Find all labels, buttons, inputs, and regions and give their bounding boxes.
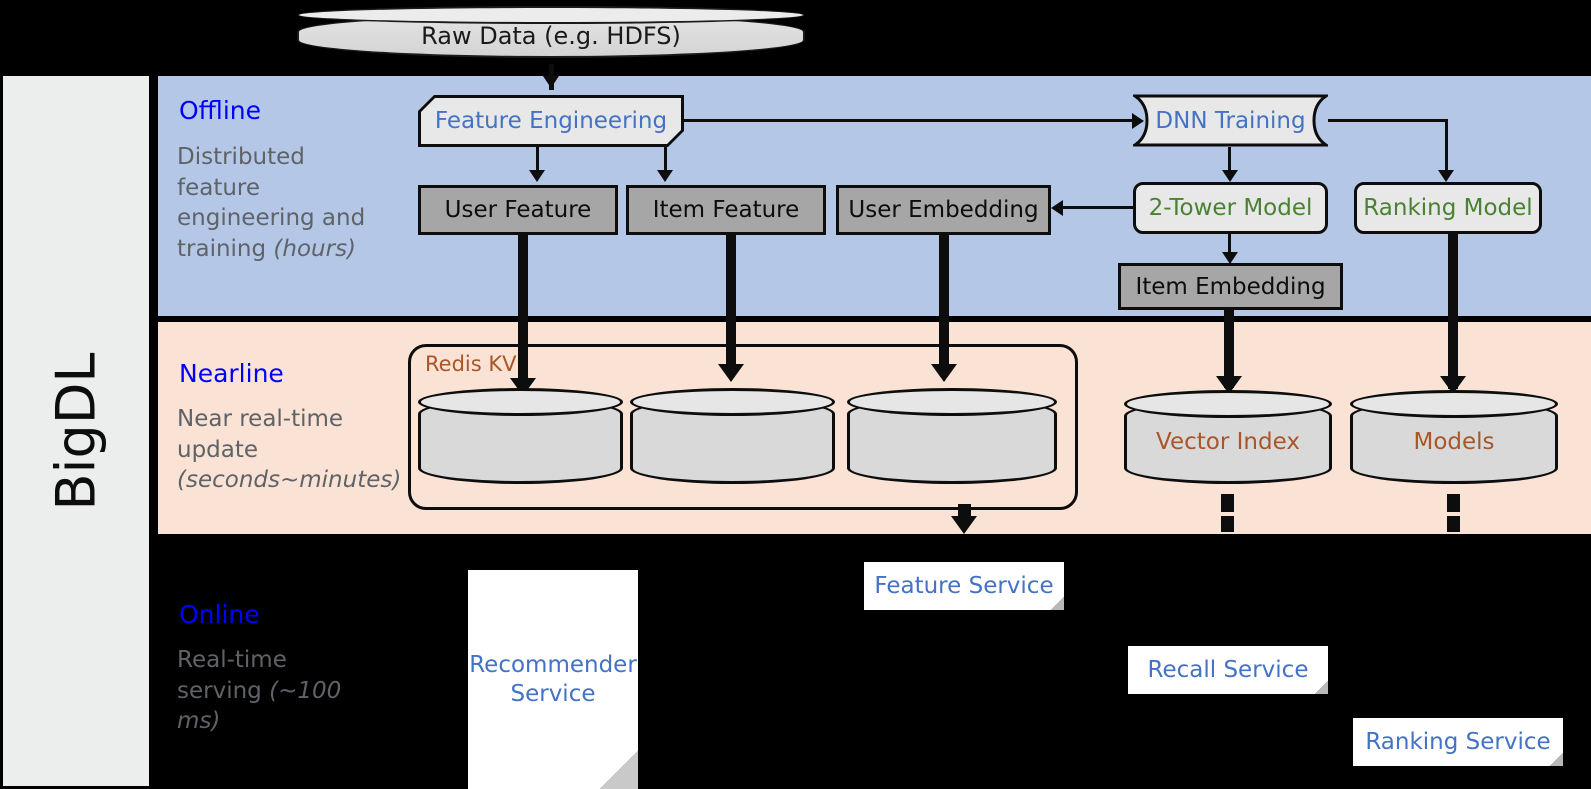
bigdl-label: BigDL — [44, 352, 108, 510]
two-tower-model-label: 2-Tower Model — [1148, 195, 1313, 221]
redis-kv-label: Redis KV — [425, 352, 517, 376]
feature-engineering-node[interactable]: Feature Engineering — [418, 95, 684, 147]
arrowhead-twotower-to-userembedding — [1051, 200, 1063, 216]
arrowhead-dnn-to-twotower — [1222, 170, 1238, 182]
dnn-training-label: DNN Training — [1155, 107, 1306, 134]
pipe-userfeature-to-store — [518, 235, 528, 390]
nearline-subtitle-italic: (seconds~minutes) — [177, 467, 402, 494]
cylinder-top — [297, 6, 805, 24]
feature-service-label: Feature Service — [874, 572, 1054, 599]
arrowhead-twotower-to-itemembedding — [1222, 252, 1238, 264]
item-feature-store-cylinder[interactable] — [630, 388, 835, 494]
nearline-title: Nearline — [179, 359, 284, 388]
ranking-service-node[interactable]: Ranking Service — [1353, 718, 1563, 766]
pipe-rankingmodel-to-models — [1448, 234, 1458, 389]
connector-dnn-to-twotower — [1228, 147, 1231, 175]
nearline-subtitle: Near real-time update (seconds~minutes) — [177, 404, 401, 496]
pipe-redis-to-featureservice — [958, 504, 971, 518]
dash-vectorindex-2 — [1221, 516, 1234, 532]
item-embedding-label: Item Embedding — [1135, 273, 1326, 300]
redis-kv-container — [408, 344, 1078, 510]
ranking-model-node[interactable]: Ranking Model — [1354, 182, 1542, 234]
item-embedding-node[interactable]: Item Embedding — [1118, 263, 1343, 310]
recall-service-label: Recall Service — [1147, 656, 1309, 683]
online-title: Online — [179, 600, 260, 629]
item-feature-node[interactable]: Item Feature — [626, 185, 826, 235]
online-subtitle: Real-time serving (~100 ms) — [177, 645, 377, 737]
online-subtitle-plain: Real-time serving — [177, 647, 287, 704]
offline-title: Offline — [179, 96, 262, 125]
user-embedding-label: User Embedding — [848, 197, 1039, 223]
cylinder-top — [418, 388, 623, 416]
nearline-subtitle-plain: Near real-time update — [177, 406, 344, 463]
dnn-training-node[interactable]: DNN Training — [1133, 94, 1328, 147]
pipe-itemfeature-to-store — [726, 235, 736, 375]
arrowhead-itemfeature-to-store — [718, 364, 744, 382]
two-tower-model-node[interactable]: 2-Tower Model — [1133, 182, 1328, 234]
arrowhead-redis-to-featureservice — [951, 516, 977, 534]
arrowhead-userembedding-to-store — [931, 364, 957, 382]
models-cylinder[interactable]: Models — [1350, 390, 1558, 494]
dash-models-1 — [1447, 494, 1460, 512]
recall-service-node[interactable]: Recall Service — [1128, 646, 1328, 694]
user-feature-label: User Feature — [444, 197, 592, 223]
recommender-service-label: Recommender Service — [469, 651, 637, 707]
pipe-userembedding-to-store — [939, 235, 949, 375]
user-feature-store-label — [418, 388, 623, 494]
item-feature-label: Item Feature — [652, 197, 800, 223]
cylinder-top — [847, 388, 1057, 416]
bigdl-framework-rail: BigDL — [3, 76, 149, 786]
connector-fe-to-dnn — [684, 119, 1136, 122]
dash-vectorindex-1 — [1221, 494, 1234, 512]
connector-dnn-to-ranking-v — [1445, 119, 1448, 175]
pipe-itemembedding-to-vectorindex — [1224, 310, 1234, 388]
ranking-service-label: Ranking Service — [1365, 728, 1551, 755]
models-label: Models — [1413, 429, 1495, 455]
user-embedding-node[interactable]: User Embedding — [836, 185, 1051, 235]
arrowhead-fe-to-dnn — [1132, 113, 1144, 129]
arrowhead-fe-to-itemfeature — [657, 170, 673, 182]
arrowhead-fe-to-userfeature — [529, 170, 545, 182]
offline-subtitle-plain: Distributed feature engineering and trai… — [177, 144, 366, 262]
connector-fe-to-userfeature — [536, 147, 539, 175]
cylinder-top — [1124, 390, 1332, 418]
vector-index-cylinder[interactable]: Vector Index — [1124, 390, 1332, 494]
connector-twotower-to-userembedding — [1063, 206, 1133, 209]
node-face: Feature Engineering — [421, 98, 681, 144]
user-feature-node[interactable]: User Feature — [418, 185, 618, 235]
ranking-model-label: Ranking Model — [1363, 195, 1533, 221]
feature-service-node[interactable]: Feature Service — [864, 562, 1064, 610]
dnn-training-shape — [1133, 94, 1328, 147]
cylinder-top — [630, 388, 835, 416]
vector-index-label: Vector Index — [1156, 429, 1300, 455]
connector-twotower-to-itemembedding — [1228, 234, 1231, 259]
online-subtitle-italic: (~100 ms) — [177, 677, 342, 735]
cylinder-top — [1350, 390, 1558, 418]
item-feature-store-label — [630, 388, 835, 494]
offline-subtitle-italic: (hours) — [273, 235, 357, 262]
feature-engineering-label: Feature Engineering — [434, 108, 668, 134]
user-embedding-store-cylinder[interactable] — [847, 388, 1057, 494]
arrowhead-dnn-to-ranking — [1438, 170, 1454, 182]
arrowhead-rawdata-to-fe — [543, 76, 559, 88]
recommender-service-node[interactable]: Recommender Service — [468, 570, 638, 789]
connector-dnn-to-ranking-h — [1328, 119, 1448, 122]
user-feature-store-cylinder[interactable] — [418, 388, 623, 494]
raw-data-cylinder: Raw Data (e.g. HDFS) — [297, 6, 805, 66]
offline-subtitle: Distributed feature engineering and trai… — [177, 142, 377, 264]
connector-fe-to-itemfeature — [664, 147, 667, 175]
dash-models-2 — [1447, 516, 1460, 532]
raw-data-label: Raw Data (e.g. HDFS) — [421, 22, 681, 50]
user-embedding-store-label — [847, 388, 1057, 494]
